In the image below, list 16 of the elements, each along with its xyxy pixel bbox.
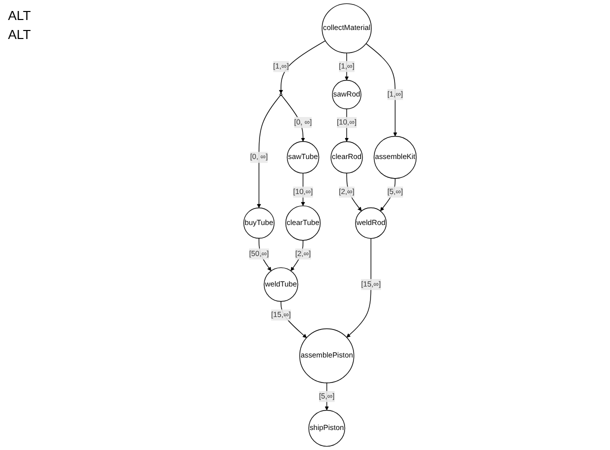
arrow <box>258 238 272 272</box>
arrow <box>344 52 349 80</box>
arrow <box>344 108 349 142</box>
arrow <box>366 43 398 136</box>
arrow <box>256 94 281 208</box>
alt-label: ALT <box>8 8 31 23</box>
arrow <box>300 172 306 206</box>
arrow <box>290 240 304 272</box>
arrow <box>278 40 326 94</box>
node-circle <box>280 93 282 96</box>
arrow <box>346 238 372 338</box>
arrow <box>324 382 329 410</box>
arrow <box>346 172 362 212</box>
arrow <box>380 178 396 212</box>
arrow <box>280 301 307 338</box>
alt-label: ALT <box>8 27 31 42</box>
